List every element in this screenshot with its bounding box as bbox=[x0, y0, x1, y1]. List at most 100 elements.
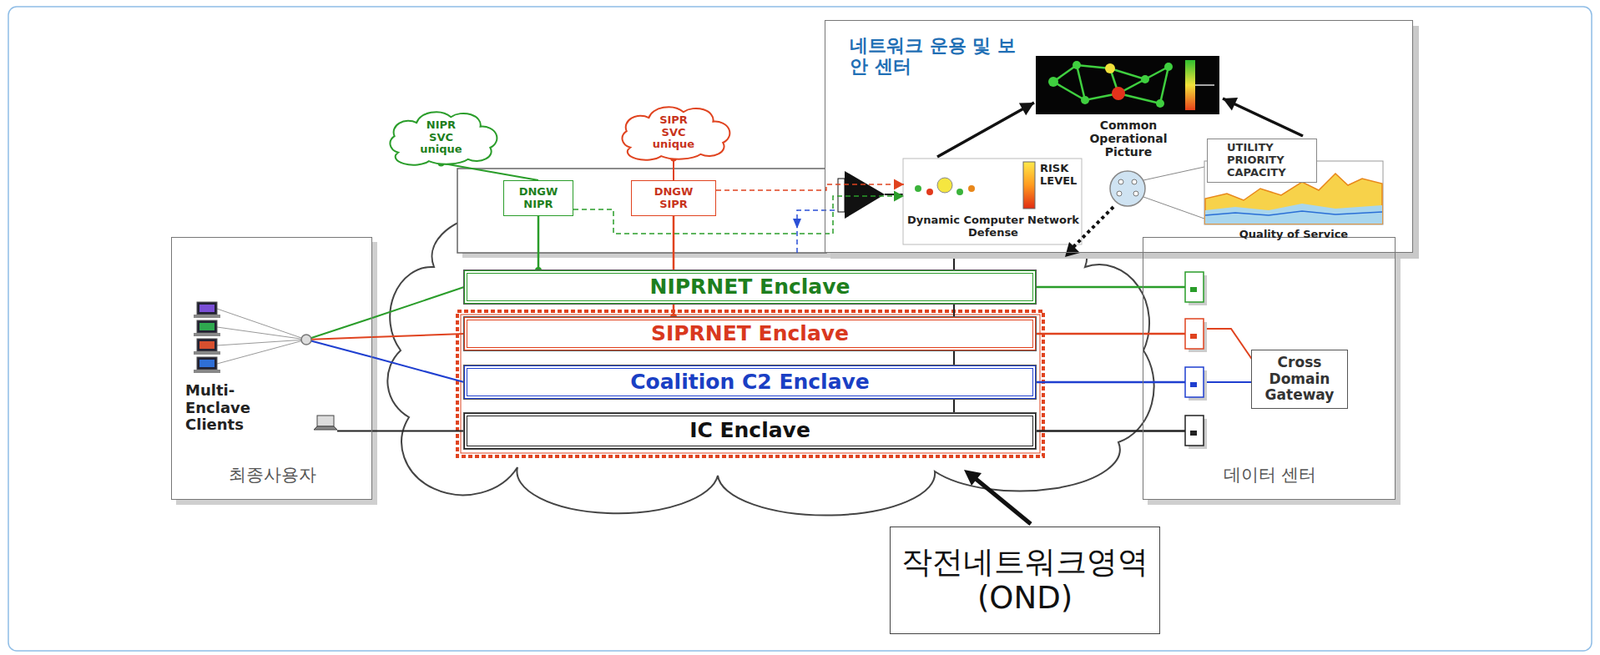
enclave-region-inner bbox=[460, 314, 1040, 454]
gateway-box: DNGW SIPR bbox=[630, 180, 717, 217]
node-text: 최종사용자 bbox=[171, 464, 374, 485]
qos-line bbox=[1205, 211, 1383, 216]
node-text: IC Enclave bbox=[689, 418, 811, 444]
service-cloud: SIPR SVC unique bbox=[611, 104, 736, 162]
server-line bbox=[1142, 381, 1186, 384]
node-caption: Dynamic Computer Network Defense bbox=[903, 214, 1083, 240]
connector bbox=[716, 184, 904, 191]
connector bbox=[372, 430, 465, 433]
ond-arrow bbox=[974, 478, 1031, 525]
enclave-region bbox=[457, 311, 1044, 457]
connector bbox=[937, 102, 1035, 157]
node-text: 작전네트워크영역 (OND) bbox=[899, 545, 1151, 616]
cdg-line bbox=[1203, 328, 1253, 361]
node-text: DNGW NIPR bbox=[517, 186, 560, 212]
cop-nodes bbox=[1048, 60, 1173, 108]
client-label: Multi-Enclave Clients bbox=[185, 382, 273, 435]
cdg-line bbox=[1203, 381, 1253, 384]
data-center-box: 데이터 센터 Cross Domain Gateway bbox=[1142, 237, 1396, 500]
node-text: Coalition C2 Enclave bbox=[630, 370, 870, 395]
connector bbox=[1035, 429, 1143, 433]
client-line bbox=[306, 337, 373, 340]
connector bbox=[372, 333, 465, 338]
gateway-box bbox=[457, 168, 827, 253]
cop-bar bbox=[1185, 60, 1196, 111]
area-label-box: 작전네트워크영역 (OND) bbox=[889, 526, 1161, 635]
connector bbox=[1222, 98, 1303, 137]
risk-bar bbox=[1023, 161, 1035, 209]
qos-area bbox=[1205, 203, 1383, 224]
picture-panel: Common Operational Picture bbox=[1036, 56, 1221, 161]
risk-dot bbox=[926, 188, 934, 196]
node-text: SIPR SVC unique bbox=[651, 114, 696, 152]
risk-dot bbox=[968, 185, 975, 192]
defense-panel: RISK LEVEL Dynamic Computer Network Defen… bbox=[903, 159, 1083, 246]
client-computers bbox=[193, 302, 307, 374]
box-fill bbox=[824, 20, 1414, 253]
connector bbox=[372, 357, 465, 383]
server-line bbox=[1142, 429, 1186, 433]
enclave-bar: IC Enclave bbox=[464, 413, 1036, 450]
node-text: UTILITY PRIORITY CAPACITY bbox=[1226, 141, 1298, 180]
qos-dot bbox=[1118, 179, 1124, 185]
page-frame bbox=[8, 6, 1592, 652]
ops-center-box: 네트워크 운용 및 보안 센터 RISK LEVEL Dynamic Compute… bbox=[824, 20, 1414, 253]
node-text: Common Operational Picture bbox=[1086, 118, 1171, 159]
arrowhead bbox=[1019, 102, 1035, 116]
connector bbox=[441, 163, 540, 182]
qos-dot bbox=[1131, 179, 1137, 185]
cop-image bbox=[1035, 55, 1220, 115]
cop-pointer bbox=[1195, 84, 1215, 86]
qos-arrow bbox=[1073, 206, 1114, 248]
connector bbox=[573, 196, 904, 234]
servers bbox=[1185, 272, 1207, 450]
service-cloud: NIPR SVC unique bbox=[379, 109, 503, 167]
client-line bbox=[306, 339, 373, 358]
qos-dot bbox=[1116, 191, 1122, 197]
ond-arrowhead bbox=[964, 469, 982, 486]
box-fill bbox=[1142, 237, 1396, 500]
arrowhead bbox=[893, 179, 904, 191]
box-fill bbox=[171, 237, 373, 500]
connector bbox=[1035, 286, 1143, 289]
node-text: 데이터 센터 bbox=[1143, 464, 1397, 485]
client-line bbox=[306, 317, 373, 340]
mux-ports bbox=[837, 178, 845, 212]
chart-caption: Quality of Service bbox=[1222, 228, 1365, 242]
enclave-bar: SIPRNET Enclave bbox=[464, 317, 1036, 351]
node-text: RISK LEVEL bbox=[1039, 162, 1082, 188]
arrowhead bbox=[1222, 97, 1238, 111]
connector bbox=[537, 216, 541, 271]
node-text: 네트워크 운용 및 보안 센터 bbox=[849, 35, 1017, 78]
qos-dot bbox=[1133, 191, 1139, 197]
mux-symbol bbox=[844, 171, 885, 219]
qos-arrowhead bbox=[1064, 242, 1081, 258]
enclave-bar: NIPRNET Enclave bbox=[464, 270, 1036, 304]
node-text: SIPRNET Enclave bbox=[651, 322, 849, 347]
laptop bbox=[313, 415, 338, 430]
node-text: Cross Domain Gateway bbox=[1257, 354, 1342, 404]
connector bbox=[372, 287, 465, 318]
server-line bbox=[1142, 286, 1186, 289]
client-line bbox=[337, 430, 373, 433]
node-text: NIPRNET Enclave bbox=[650, 275, 851, 300]
cross-domain-box: Cross Domain Gateway bbox=[1251, 349, 1348, 409]
feed-arrowhead bbox=[792, 218, 802, 229]
feed-line bbox=[797, 210, 845, 253]
gateway-box: DNGW NIPR bbox=[503, 180, 574, 217]
client-hub bbox=[301, 334, 312, 345]
dcnd-frame bbox=[903, 158, 1082, 245]
risk-dot bbox=[937, 177, 953, 193]
risk-dot bbox=[914, 185, 922, 192]
qos-leader bbox=[1143, 196, 1205, 219]
enclave-bar: Coalition C2 Enclave bbox=[464, 365, 1036, 399]
connector bbox=[1035, 333, 1143, 336]
node-text: NIPR SVC unique bbox=[419, 119, 464, 157]
metric-box: UTILITY PRIORITY CAPACITY bbox=[1206, 138, 1318, 183]
node-text: DNGW SIPR bbox=[652, 186, 695, 212]
connector bbox=[1035, 381, 1143, 384]
risk-dot bbox=[956, 188, 964, 196]
end-user-box: 최종사용자 bbox=[171, 237, 373, 500]
arrowhead bbox=[893, 191, 904, 202]
